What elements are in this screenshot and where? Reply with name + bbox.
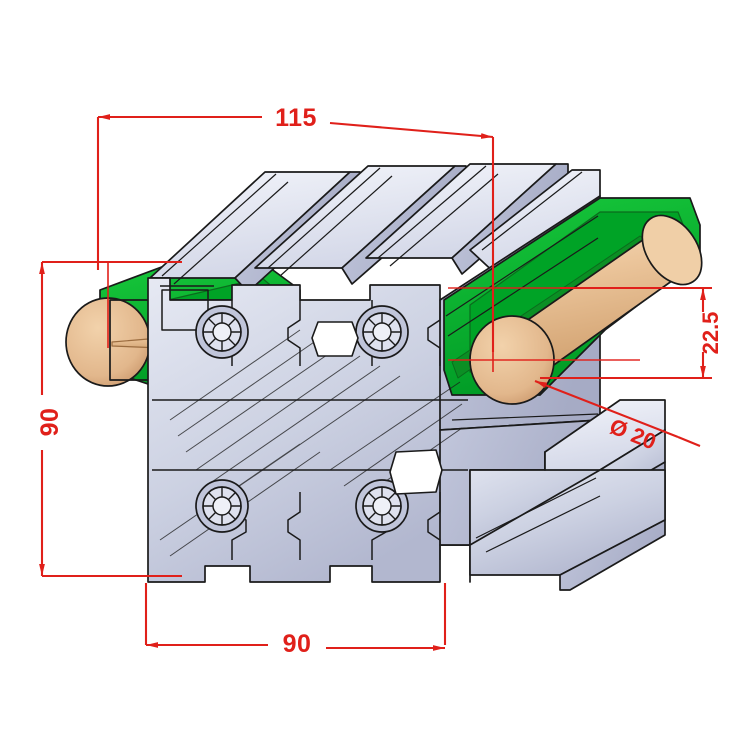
screw-boss-group <box>195 305 409 533</box>
profile-detail-lines <box>152 165 601 560</box>
dimension-value-115: 115 <box>275 104 317 132</box>
profile-bottom-right-rail <box>469 469 666 591</box>
rod-centre-marks <box>107 262 700 372</box>
dimension-value-22-5: 22.5 <box>698 312 723 355</box>
dimension-profile-width: 90 <box>144 583 447 658</box>
profile-top-ribs <box>149 163 601 293</box>
dimension-value-90-width: 90 <box>283 630 312 658</box>
screw-boss-top-left <box>195 305 249 359</box>
profile-voids <box>311 321 443 495</box>
guide-rod-right <box>469 214 703 405</box>
screw-boss-top-right <box>355 305 409 359</box>
dimension-value-90-height: 90 <box>36 408 64 437</box>
profile-geometry <box>65 163 703 591</box>
screw-boss-bottom-left <box>195 479 249 533</box>
dimension-layer: 115 90 90 22.5 <box>36 104 723 658</box>
profile-front-face <box>147 277 471 583</box>
dimension-profile-height: 90 <box>36 260 182 578</box>
